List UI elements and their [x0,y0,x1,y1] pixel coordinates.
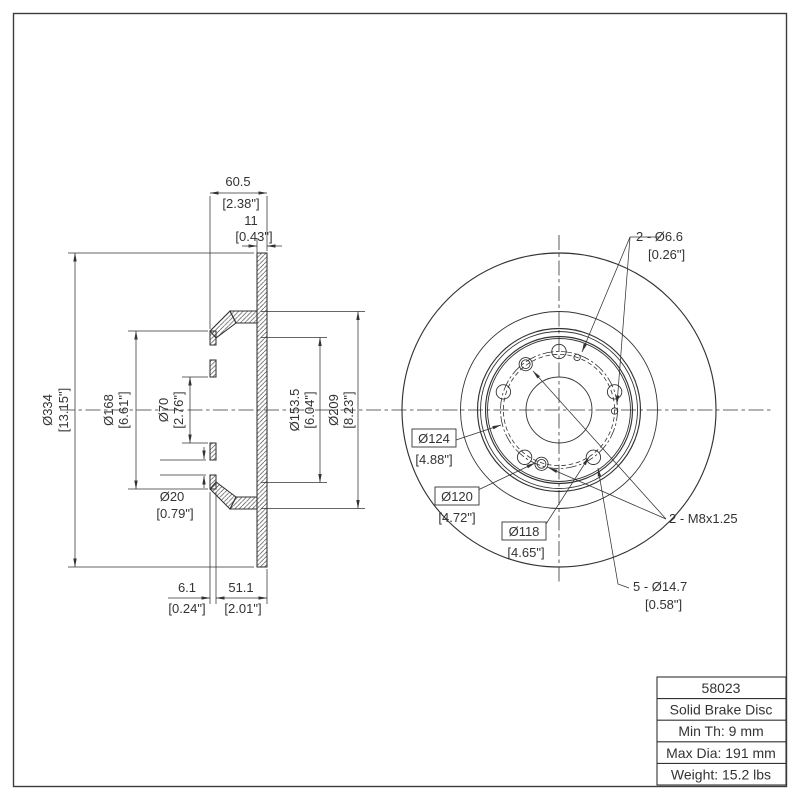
disc-section [256,252,268,568]
section-dimension-labels: 60.5 [2.38"] 11 [0.43"] Ø334 [13.15"] Ø1… [40,174,356,616]
dim-flange-th-mm: 6.1 [178,580,196,595]
label-small-holes-qty: 2 - Ø6.6 [636,229,683,244]
dim-depth-mm: 51.1 [228,580,253,595]
min-thickness: Min Th: 9 mm [678,723,763,739]
dim-thickness-in: [0.43"] [235,229,272,244]
label-bc118-mm: Ø118 [509,524,540,539]
bolt-circle-118 [502,353,615,466]
dim-ring-dia-in: [8.23"] [341,391,356,428]
dim-flange-dia-mm: Ø168 [101,394,116,426]
label-bc120-in: [4.72"] [438,510,475,525]
dim-ring-dia-mm: Ø209 [326,394,341,426]
disc-outer-edge [401,252,717,568]
hat-web-bottom [229,496,258,510]
front-view: 2 - Ø6.6 [0.26"] Ø124 [4.88"] Ø120 [4.72… [401,229,738,612]
dim-width-mm: 60.5 [225,174,250,189]
part-number: 58023 [702,680,741,696]
dim-drum-dia-mm: Ø153.5 [287,389,302,432]
flange-strip-2 [209,359,217,378]
label-bc118-in: [4.65"] [507,545,544,560]
dimension-lines [73,191,360,600]
flange-strip-4 [209,474,217,490]
dim-drum-dia-in: [6.04"] [302,391,317,428]
dim-depth-in: [2.01"] [224,601,261,616]
spec-table: 58023 Solid Brake Disc Min Th: 9 mm Max … [656,676,787,786]
dim-flange-th-in: [0.24"] [168,601,205,616]
lug-holes [495,343,623,465]
friction-inner-edge [460,311,658,509]
spec-table-border [656,676,787,786]
dim-outer-dia-in: [13.15"] [56,388,71,432]
extension-lines [68,196,365,604]
label-lug-holes-in: [0.58"] [645,597,682,612]
small-holes-66 [573,353,619,415]
drum-inner-chamfer [487,338,631,482]
dim-pilot-dia-in: [2.76"] [171,391,186,428]
label-lug-holes-qty: 5 - Ø14.7 [633,579,687,594]
label-bc118-box [501,521,547,541]
label-small-holes-in: [0.26"] [648,247,685,262]
dim-hole-mm: Ø20 [160,489,185,504]
label-bc120-mm: Ø120 [441,489,473,504]
dim-thickness-mm: 11 [244,213,258,228]
dim-hole-in: [0.79"] [156,506,193,521]
hat-outer-chamfer [480,331,638,489]
label-bc124-in: [4.88"] [415,452,452,467]
dim-pilot-dia-mm: Ø70 [156,398,171,423]
label-bc124-mm: Ø124 [418,431,450,446]
product-type: Solid Brake Disc [670,702,773,718]
label-thread: 2 - M8x1.25 [669,511,738,526]
pilot-bore [525,376,593,444]
front-view-labels: 2 - Ø6.6 [0.26"] Ø124 [4.88"] Ø120 [4.72… [411,229,738,612]
leader-lines [455,236,667,589]
hat-outer-edge [476,327,642,493]
drum-inner-edge [484,335,634,485]
flange-strip-3 [209,442,217,461]
dim-flange-dia-in: [6.61"] [116,391,131,428]
weight: Weight: 15.2 lbs [671,766,771,782]
section-view: 60.5 [2.38"] 11 [0.43"] Ø334 [13.15"] Ø1… [40,174,365,616]
dim-outer-dia-mm: Ø334 [40,394,55,426]
label-bc124-box [411,428,457,448]
flange-strip-1 [209,330,217,346]
max-diameter: Max Dia: 191 mm [666,745,776,761]
dim-width-in: [2.38"] [222,196,259,211]
drawing-border [12,12,788,788]
label-bc120-box [434,486,480,506]
